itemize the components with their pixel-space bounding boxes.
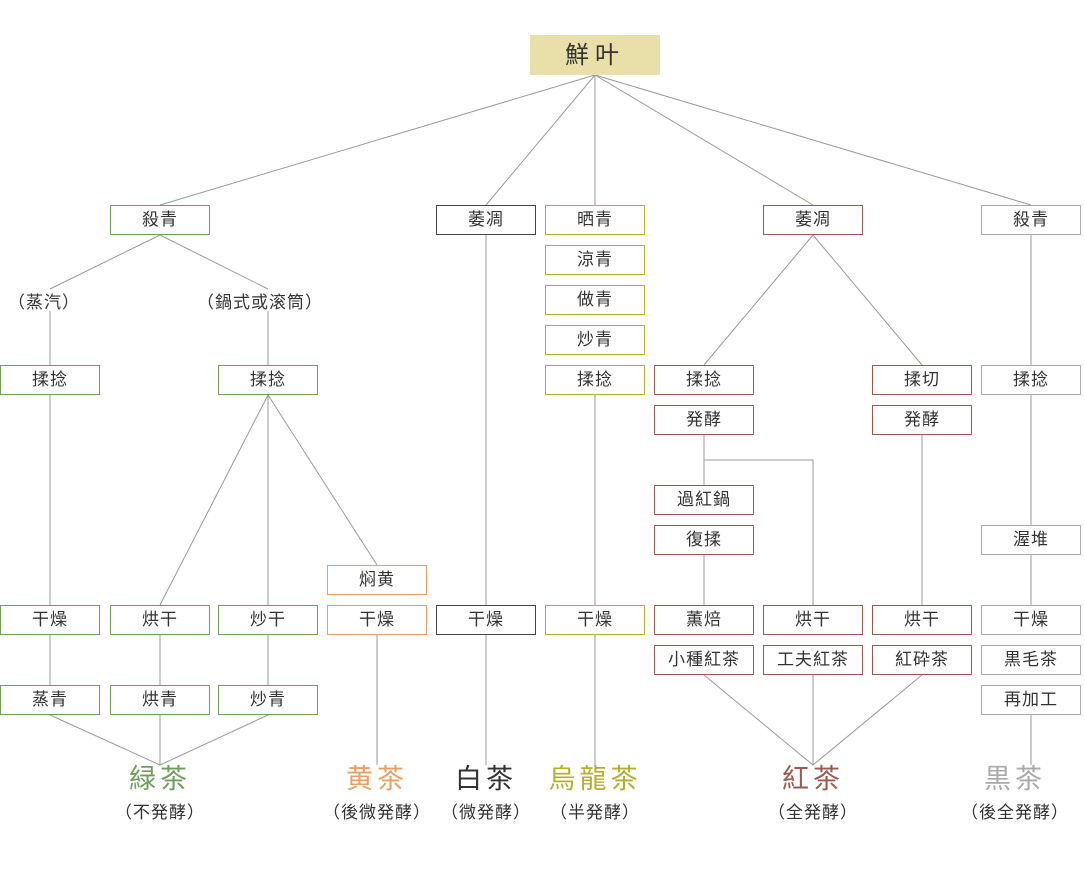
edge-proda-tea (49, 714, 161, 766)
green-prod-fried: 炒青 (218, 685, 318, 715)
red-right-cut: 揉切 (872, 365, 972, 395)
edge-root-black (594, 74, 1032, 206)
tea-name-green: 緑茶 (129, 764, 191, 795)
edge-prodc-tea (159, 714, 269, 766)
black-kill-green: 殺青 (981, 205, 1081, 235)
oolong-fry: 炒青 (545, 325, 645, 355)
red-left-product: 小種紅茶 (654, 645, 754, 675)
root-fresh-leaf: 鮮叶 (530, 35, 660, 75)
red-right-dry: 烘干 (872, 605, 972, 635)
green-method-wok: （鍋式或滚筒） (197, 293, 323, 313)
green-dry-c: 炒干 (218, 605, 318, 635)
tea-name-black: 黒茶 (984, 764, 1046, 795)
edge-rollb-yellow (267, 394, 378, 566)
edge-leftprod-tea (703, 674, 814, 766)
black-dry: 干燥 (981, 605, 1081, 635)
edge-green-wok (159, 234, 269, 290)
tea-ferm-red: （全発酵） (768, 803, 858, 823)
green-roll-a: 揉捻 (0, 365, 100, 395)
red-right-ferment: 発酵 (872, 405, 972, 435)
oolong-cool: 涼青 (545, 245, 645, 275)
red-left-wok: 過紅鍋 (654, 485, 754, 515)
red-mid-dry: 烘干 (763, 605, 863, 635)
green-roll-b: 揉捻 (218, 365, 318, 395)
green-kill-green: 殺青 (110, 205, 210, 235)
white-dry: 干燥 (436, 605, 536, 635)
red-left-roll: 揉捻 (654, 365, 754, 395)
red-left-ferment: 発酵 (654, 405, 754, 435)
edge-root-green (159, 74, 596, 206)
white-wither: 萎凋 (436, 205, 536, 235)
edge-red-right (812, 234, 923, 366)
tea-name-yellow: 黄茶 (346, 764, 408, 795)
red-left-smoke: 薫焙 (654, 605, 754, 635)
tea-ferm-black: （後全発酵） (961, 803, 1069, 823)
red-wither: 萎凋 (763, 205, 863, 235)
edge-redferm-mid (704, 459, 814, 605)
green-prod-steamed: 蒸青 (0, 685, 100, 715)
red-left-reroll: 復揉 (654, 525, 754, 555)
red-right-product: 紅砕茶 (872, 645, 972, 675)
black-roll: 揉捻 (981, 365, 1081, 395)
yellow-dry: 干燥 (327, 605, 427, 635)
oolong-toss: 做青 (545, 285, 645, 315)
green-dry-a: 干燥 (0, 605, 100, 635)
tea-name-white: 白茶 (455, 764, 517, 795)
edge-green-steam (49, 234, 161, 290)
oolong-dry: 干燥 (545, 605, 645, 635)
black-raw-tea: 黒毛茶 (981, 645, 1081, 675)
oolong-roll: 揉捻 (545, 365, 645, 395)
tea-ferm-yellow: （後微発酵） (323, 803, 431, 823)
edge-root-white (485, 74, 596, 206)
yellow-smother: 焖黄 (327, 565, 427, 595)
tea-ferm-oolong: （半発酵） (550, 803, 640, 823)
black-pile: 渥堆 (981, 525, 1081, 555)
edge-rollb-dryb (159, 394, 269, 606)
tea-name-oolong: 烏龍茶 (548, 764, 642, 795)
green-method-steam: （蒸汽） (8, 293, 80, 313)
black-reprocess: 再加工 (981, 685, 1081, 715)
tea-ferm-green: （不発酵） (115, 803, 205, 823)
red-mid-product: 工夫紅茶 (763, 645, 863, 675)
edge-root-red (594, 74, 814, 206)
edge-red-left (703, 234, 814, 366)
green-dry-b: 烘干 (110, 605, 210, 635)
tea-ferm-white: （微発酵） (441, 803, 531, 823)
tea-name-red: 紅茶 (782, 764, 844, 795)
oolong-sun-wither: 晒青 (545, 205, 645, 235)
green-prod-baked: 烘青 (110, 685, 210, 715)
edge-rightprod-tea (812, 674, 923, 766)
